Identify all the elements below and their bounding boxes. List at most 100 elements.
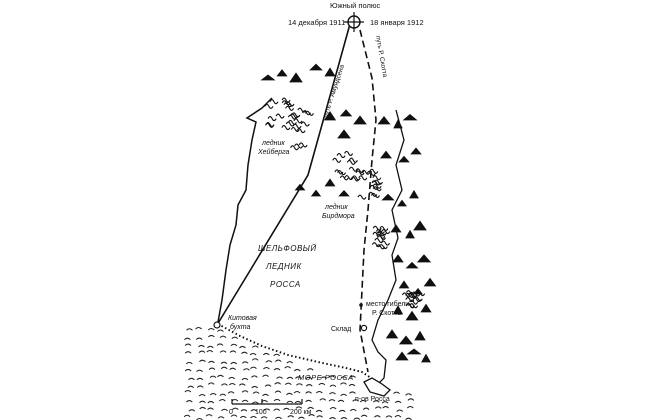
mountain-peak — [338, 189, 350, 197]
wave-mark — [219, 393, 227, 397]
wave-mark — [229, 367, 237, 371]
wave-mark — [188, 377, 195, 381]
ross-sea-label: МОРЕ РОССА — [298, 373, 354, 382]
glacier-stroke — [355, 168, 365, 174]
wave-mark — [329, 417, 336, 420]
wave-mark — [305, 376, 313, 380]
wave-mark — [396, 409, 404, 412]
wave-mark — [185, 361, 193, 365]
wave-mark — [230, 343, 238, 347]
wave-mark — [360, 414, 368, 418]
glacier-stroke — [293, 118, 303, 124]
wave-mark — [295, 376, 302, 379]
wave-mark — [329, 406, 337, 410]
wave-mark — [295, 406, 303, 409]
wave-mark — [227, 391, 235, 394]
glacier-stroke — [370, 192, 380, 198]
glacier-stroke — [264, 103, 274, 109]
wave-mark — [239, 415, 247, 419]
mountain-peak — [405, 310, 419, 321]
glacier-stroke — [297, 107, 307, 113]
wave-mark — [293, 390, 301, 394]
wave-mark — [241, 361, 249, 364]
wave-mark — [208, 360, 215, 364]
wave-mark — [209, 375, 217, 379]
wave-mark — [209, 393, 217, 396]
mountain-peak — [420, 303, 432, 313]
wave-mark — [220, 366, 228, 370]
glacier-stroke — [290, 145, 300, 151]
south-pole-label: Южный полюс — [330, 1, 380, 10]
wave-mark — [184, 368, 192, 372]
wave-mark — [265, 360, 273, 363]
wave-mark — [359, 399, 367, 403]
mountain-peak — [392, 305, 404, 315]
wave-mark — [218, 399, 226, 402]
wave-mark — [353, 417, 361, 420]
wave-mark — [184, 351, 192, 354]
mountain-peak — [310, 189, 322, 197]
glacier-stroke — [409, 303, 419, 309]
wave-mark — [296, 383, 303, 386]
wave-mark — [208, 334, 215, 338]
mountain-peak — [337, 129, 351, 139]
wave-mark — [221, 408, 228, 412]
mountain-peak — [398, 280, 410, 289]
south-pole-marker — [344, 12, 364, 32]
wave-mark — [187, 385, 195, 389]
heiberg-glacier-label-2: Хейберга — [257, 148, 290, 156]
wave-mark — [337, 399, 345, 403]
amundsen-date-label: 14 декабря 1911 — [288, 18, 345, 27]
wave-mark — [287, 415, 295, 418]
wave-mark — [307, 406, 314, 410]
wave-mark — [206, 350, 214, 353]
mountains — [260, 63, 437, 363]
wave-mark — [250, 409, 258, 412]
glacier-stroke — [296, 128, 306, 134]
mountain-peak — [353, 115, 367, 125]
wave-mark — [275, 416, 282, 420]
glacier-stroke — [379, 225, 389, 232]
mountain-peak — [393, 118, 403, 129]
glacier-stroke — [369, 184, 379, 190]
glacier-stroke — [381, 229, 391, 235]
wave-mark — [217, 374, 224, 378]
depot-label: Склад — [331, 326, 351, 333]
wave-mark — [263, 408, 271, 411]
wave-mark — [405, 417, 412, 420]
glacier-stroke — [351, 175, 361, 181]
wave-mark — [207, 400, 215, 404]
wave-mark — [217, 416, 225, 419]
beardmore-glacier-label-1: ледник — [324, 203, 348, 211]
wave-mark — [241, 377, 249, 381]
wave-mark — [372, 400, 380, 403]
wave-mark — [241, 390, 249, 393]
glacier-stroke — [369, 168, 379, 174]
wave-mark — [340, 376, 348, 379]
wave-mark — [340, 417, 348, 420]
glacier-stroke — [339, 175, 349, 181]
wave-mark — [243, 368, 250, 371]
wave-mark — [273, 408, 281, 411]
wave-mark — [216, 343, 224, 346]
wave-mark — [184, 343, 192, 346]
depot-marker — [360, 324, 368, 332]
wave-mark — [219, 350, 227, 353]
wave-mark — [294, 400, 302, 404]
wave-mark — [206, 345, 214, 349]
wave-mark — [196, 369, 203, 373]
scott-death-marker — [359, 303, 363, 307]
whales-bay-marker — [213, 321, 221, 329]
glacier-stroke — [267, 116, 277, 122]
whales-bay-label-2: бухта — [230, 323, 251, 331]
wave-mark — [382, 406, 390, 409]
scale-tick-200: 200 км — [290, 409, 312, 416]
mountain-peak — [339, 109, 353, 117]
ross-island — [363, 377, 391, 397]
glacier-stroke — [371, 180, 381, 186]
glacier-stroke — [412, 297, 422, 303]
wave-mark — [231, 407, 239, 411]
wave-mark — [251, 385, 259, 389]
glacier-stroke — [344, 175, 354, 181]
